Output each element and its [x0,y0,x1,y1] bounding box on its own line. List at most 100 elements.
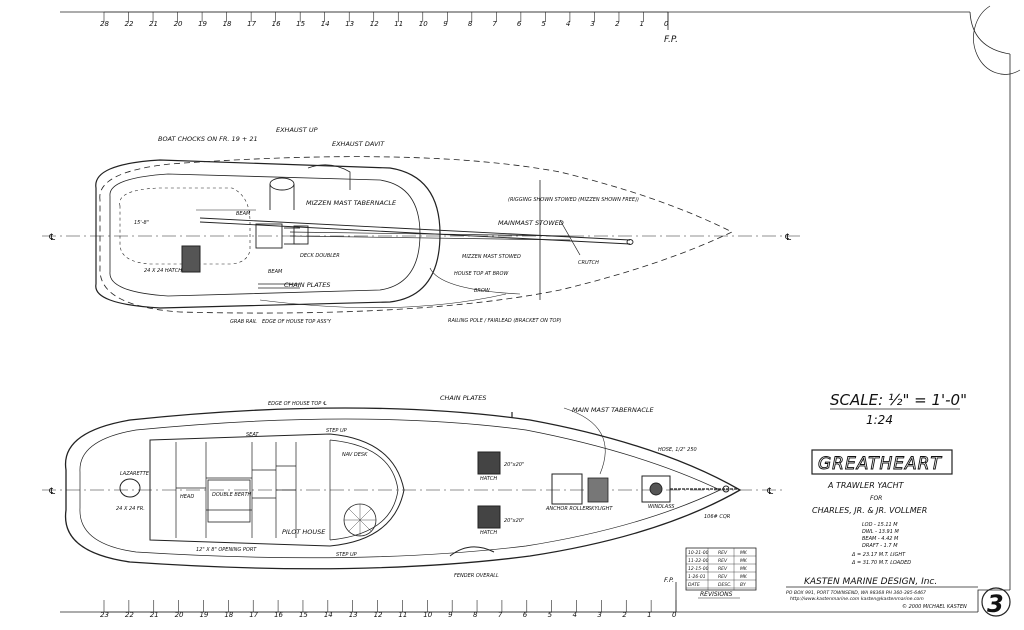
revision-cell: REV [718,574,728,580]
double-berth [207,479,251,523]
top-centerline-mark-aft: ℄ [48,233,56,243]
windlass-drum [649,482,663,496]
station-label: 15 [299,611,308,619]
bottom-station-ruler [103,600,677,613]
station-label: 2 [622,611,627,619]
station-label: 11 [394,20,403,28]
station-label: 1 [647,611,651,619]
station-label: 17 [247,20,256,28]
label-railing-note: RAILING POLE / FAIRLEAD (BRACKET ON TOP) [448,318,561,324]
brow-line [429,267,521,295]
label-opening-port: 12" X 8" OPENING PORT [196,547,257,553]
fp-label-bottom: F.P. [664,576,674,584]
hatch-box-b [477,505,501,529]
station-label: 19 [199,611,208,619]
station-label: 13 [345,20,354,28]
label-mainmast-stowed: MAINMAST STOWED [498,219,564,227]
skylight-box [551,473,583,505]
mainmast-stowed-spar [199,217,631,245]
station-label: 9 [448,611,453,619]
top-house-inner [109,173,421,297]
label-exhaust-davit: EXHAUST DAVIT [332,140,385,148]
station-label: 14 [324,611,333,619]
station-label: 12 [374,611,383,619]
title-box [811,449,953,475]
station-label: 20 [175,611,184,619]
vessel-name: GREATHEART [818,454,942,474]
mizzen-tabernacle-box [293,225,309,245]
station-label: 0 [672,611,677,619]
spec-dwl: DWL - 13.91 M [862,529,899,535]
label-hatch-size-a: 20"x20" [504,462,524,468]
mizzen-spar [289,231,571,241]
revision-cell: DATE [688,582,700,588]
railing-pole [259,293,507,309]
copyright: © 2000 MICHAEL KASTEN [902,603,967,610]
bottom-centerline-mark-fwd: ℄ [766,487,774,497]
top-view-deck-plan [42,156,800,314]
label-hatch-b: HATCH [480,530,497,536]
bottom-view-labels: EDGE OF HOUSE TOP ℄ CHAIN PLATES MAIN MA… [116,394,730,579]
mainmast-end [626,239,634,245]
station-label: 15 [296,20,305,28]
bottom-hull-inner [79,418,721,559]
bottom-view-accommodation [42,407,782,570]
firm-web: http://www.kastenmarine.com kasten@kaste… [790,596,924,602]
station-label: 8 [473,611,478,619]
station-label: 20 [174,20,183,28]
exhaust-stack [269,177,295,191]
station-label: 28 [100,20,109,28]
label-mizzen-tabernacle: MIZZEN MAST TABERNACLE [306,199,397,207]
station-label: 6 [523,611,528,619]
station-label: 11 [398,611,407,619]
station-label: 17 [249,611,258,619]
station-label: 7 [492,20,497,28]
top-chain-plates [258,283,300,289]
label-fender: FENDER OVERALL [454,573,499,579]
top-boat-outline [119,187,251,265]
station-label: 18 [224,611,233,619]
revision-cell: REV [718,558,728,564]
station-label: 12 [370,20,379,28]
label-chain-plates-top: CHAIN PLATES [284,281,330,289]
revision-cell: 1-26-01 [688,574,706,580]
label-deck-doubler: DECK DOUBLER [300,253,340,259]
label-lazarette: LAZARETTE [120,471,150,477]
firm-name: KASTEN MARINE DESIGN, Inc. [804,577,937,587]
exhaust-davit [307,164,351,190]
label-exhaust-up: EXHAUST UP [276,126,318,134]
station-label: 1 [639,20,643,28]
label-hatch-a: HATCH [480,476,497,482]
station-label: 3 [590,20,594,28]
spec-beam: BEAM - 4.42 M [862,536,899,542]
label-step-a: STEP UP [326,428,347,434]
station-label: 18 [223,20,232,28]
label-edge-house-top: EDGE OF HOUSE TOP ASS'Y [262,319,332,325]
revision-cell: MK [740,574,748,580]
label-mizzen-stowed: MIZZEN MAST STOWED [462,254,521,260]
station-label: 0 [664,20,669,28]
station-label: 21 [150,611,159,619]
anchor-roller [722,485,730,493]
station-label: 6 [517,20,522,28]
revision-cell: BY [740,582,747,588]
fender-shape [449,546,495,557]
sheet-number-circle [981,587,1011,617]
revision-cell: REV [718,566,728,572]
top-station-ruler [103,11,669,22]
deck-doubler [255,223,283,249]
label-head: HEAD [180,494,194,500]
station-label: 5 [548,611,553,619]
label-crutch: CRUTCH [578,260,599,266]
aft-round-port [119,478,141,498]
label-rigging-note: (RIGGING SHOWN STOWED (MIZZEN SHOWN FREE… [508,197,639,203]
label-double-berth: DOUBLE BERTH [212,492,252,498]
title-block: GREATHEART A TRAWLER YACHT FOR CHARLES, … [685,449,1011,618]
disp-loaded: Δ = 31.70 M.T. LOADED [851,560,911,566]
station-label: 13 [349,611,358,619]
label-dim-aft: 24 X 24 FR. [116,506,145,512]
bottom-house-outline [149,433,405,547]
sheet-number: 3 [987,590,1004,618]
